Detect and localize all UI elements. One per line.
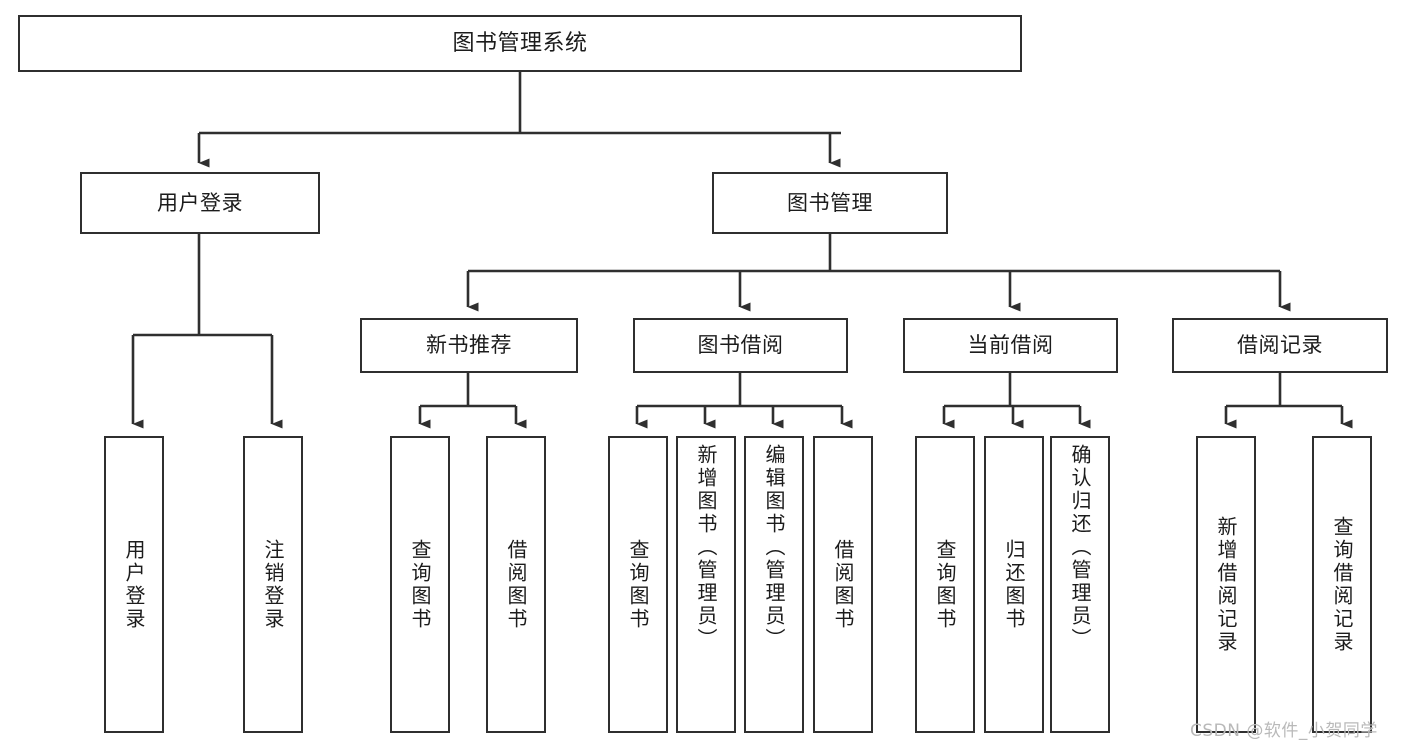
leaf-query-books-recommend[interactable]: 查询图书	[390, 436, 450, 733]
leaf-return-books[interactable]: 归还图书	[984, 436, 1044, 733]
node-label: 新增图书（管理员）	[694, 444, 718, 651]
node-new-book-recommendation[interactable]: 新书推荐	[360, 318, 578, 373]
node-label: 当前借阅	[967, 333, 1054, 358]
leaf-add-borrow-record[interactable]: 新增借阅记录	[1196, 436, 1256, 733]
node-label: 新书推荐	[426, 333, 512, 358]
node-label: 借阅图书	[504, 538, 528, 631]
node-current-borrow[interactable]: 当前借阅	[903, 318, 1118, 373]
node-label: 归还图书	[1002, 538, 1026, 631]
leaf-user-login[interactable]: 用户登录	[104, 436, 164, 733]
node-label: 图书借阅	[697, 333, 784, 358]
node-book-borrow[interactable]: 图书借阅	[633, 318, 848, 373]
leaf-add-book-admin[interactable]: 新增图书（管理员）	[676, 436, 736, 733]
node-user-login[interactable]: 用户登录	[80, 172, 320, 234]
node-borrow-record[interactable]: 借阅记录	[1172, 318, 1388, 373]
node-label: 用户登录	[122, 538, 146, 631]
node-book-management[interactable]: 图书管理	[712, 172, 948, 234]
node-root-book-management-system[interactable]: 图书管理系统	[18, 15, 1022, 72]
leaf-confirm-return-admin[interactable]: 确认归还（管理员）	[1050, 436, 1110, 733]
node-label: 编辑图书（管理员）	[762, 444, 786, 651]
node-label: 新增借阅记录	[1214, 515, 1238, 654]
leaf-borrow-books[interactable]: 借阅图书	[813, 436, 873, 733]
node-label: 借阅记录	[1237, 333, 1323, 358]
node-label: 确认归还（管理员）	[1068, 444, 1092, 651]
leaf-query-borrow-record[interactable]: 查询借阅记录	[1312, 436, 1372, 733]
leaf-edit-book-admin[interactable]: 编辑图书（管理员）	[744, 436, 804, 733]
leaf-query-books-current[interactable]: 查询图书	[915, 436, 975, 733]
node-label: 查询图书	[933, 538, 957, 631]
node-label: 用户登录	[157, 190, 243, 215]
watermark: CSDN @软件_小贺同学	[1190, 721, 1378, 741]
leaf-logout[interactable]: 注销登录	[243, 436, 303, 733]
node-label: 图书管理系统	[452, 30, 588, 56]
leaf-borrow-books-recommend[interactable]: 借阅图书	[486, 436, 546, 733]
node-label: 注销登录	[261, 538, 285, 631]
node-label: 查询图书	[626, 538, 650, 631]
node-label: 查询图书	[408, 538, 432, 631]
node-label: 图书管理	[787, 190, 873, 215]
leaf-query-books-borrow[interactable]: 查询图书	[608, 436, 668, 733]
node-label: 查询借阅记录	[1330, 515, 1354, 654]
node-label: 借阅图书	[831, 538, 855, 631]
